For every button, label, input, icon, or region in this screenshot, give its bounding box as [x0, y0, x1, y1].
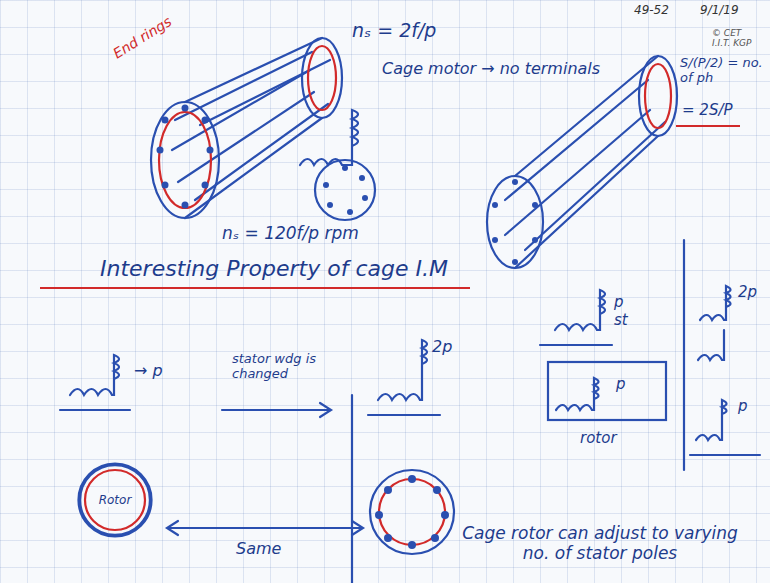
note-label: End rings	[110, 13, 174, 61]
note-label: stator wdg is changed	[232, 352, 322, 382]
note-label: Interesting Property of cage I.M	[100, 256, 448, 281]
note-label: 9/1/19	[700, 4, 739, 18]
note-label: p	[738, 398, 748, 415]
note-label: Cage rotor can adjust to varying no. of …	[450, 524, 750, 563]
note-label: 2p	[432, 338, 452, 356]
note-label: S/(P/2) = no. of ph	[680, 56, 764, 86]
note-label: Same	[236, 540, 281, 558]
note-label: p	[614, 294, 624, 311]
note-label: → p	[134, 362, 163, 380]
note-label: Cage motor → no terminals	[382, 60, 672, 78]
node-text: Rotor	[97, 493, 134, 507]
note-label: st	[614, 312, 628, 329]
note-label: = 2S/P	[682, 102, 733, 119]
note-label: nₛ = 120f/p rpm	[222, 224, 359, 244]
cylinder-end	[487, 176, 543, 268]
rotor-circle: Rotor	[77, 462, 153, 538]
note-label: rotor	[580, 430, 617, 447]
note-label: © CET I.I.T. KGP	[712, 28, 762, 49]
note-label: 2p	[738, 284, 757, 301]
note-label: 49-52	[634, 4, 669, 18]
note-label: p	[616, 376, 626, 393]
cylinder-end	[302, 38, 342, 118]
note-label: nₛ = 2f/p	[352, 20, 436, 42]
